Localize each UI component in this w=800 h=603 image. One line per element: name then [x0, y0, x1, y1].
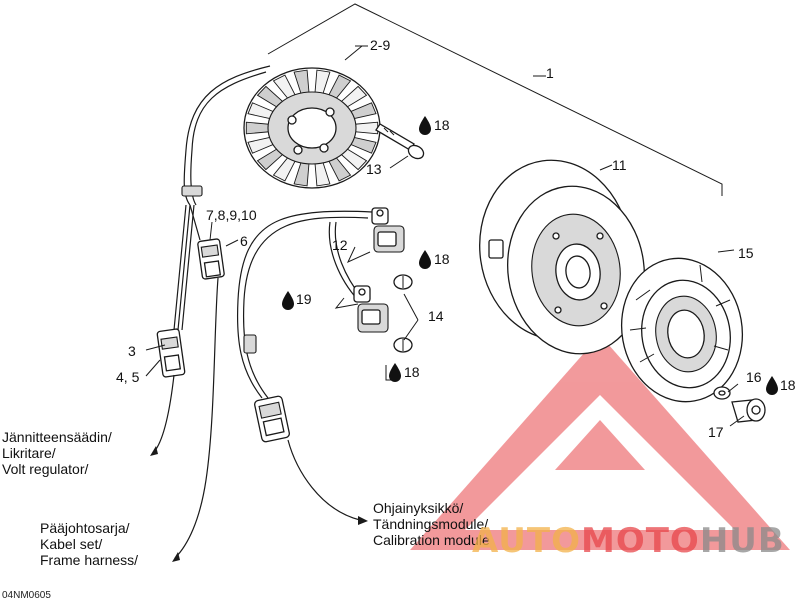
drop-icon [419, 250, 431, 269]
trigger-harness [236, 210, 373, 399]
callout-18-a: 18 [434, 117, 450, 133]
drop-icon [389, 363, 401, 382]
svg-text:Calibration module: Calibration module [373, 532, 490, 548]
trigger-coil-upper [371, 207, 405, 253]
svg-text:Pääjohtosarja/: Pääjohtosarja/ [40, 520, 130, 536]
watermark-logo [410, 335, 790, 550]
ignition-module-label: Ohjainyksikkö/ Tändningsmodule/ Calibrat… [373, 500, 490, 548]
connector-6 [197, 238, 225, 280]
leader-lines [145, 45, 745, 562]
callout-12: 12 [332, 237, 348, 253]
flywheel [479, 159, 645, 355]
svg-text:Tändningsmodule/: Tändningsmodule/ [373, 516, 488, 532]
frame-harness-label: Pääjohtosarja/ Kabel set/ Frame harness/ [40, 520, 138, 568]
callout-1: 1 [546, 65, 554, 81]
callout-13: 13 [366, 161, 382, 177]
callout-18-b: 18 [434, 251, 450, 267]
svg-text:Jännitteensäädin/: Jännitteensäädin/ [2, 429, 112, 445]
svg-text:Kabel set/: Kabel set/ [40, 536, 102, 552]
svg-text:Frame harness/: Frame harness/ [40, 552, 138, 568]
starter-ring [620, 257, 744, 403]
flywheel-bolt [731, 398, 766, 423]
callout-11: 11 [612, 157, 627, 173]
callout-18-d: 18 [780, 377, 796, 393]
callout-19: 19 [296, 291, 312, 307]
trigger-coil-lower [353, 285, 389, 333]
callout-6: 6 [240, 233, 248, 249]
stator-harness [173, 65, 271, 331]
callout-15: 15 [738, 245, 754, 261]
callout-7-10: 7,8,9,10 [206, 207, 257, 223]
callout-4-5: 4, 5 [116, 369, 140, 385]
watermark-text: AUTOMOTOHUB [472, 521, 785, 561]
stator [243, 67, 381, 189]
reference-code: 04NM0605 [2, 590, 51, 601]
callout-16: 16 [746, 369, 762, 385]
svg-text:Volt regulator/: Volt regulator/ [2, 461, 88, 477]
callout-18-c: 18 [404, 364, 420, 380]
callout-14: 14 [428, 308, 444, 324]
callout-2-9: 2-9 [370, 37, 390, 53]
module-connector [254, 395, 290, 443]
drop-icon [766, 376, 778, 395]
adhesive-drops [282, 116, 778, 395]
svg-text:AUTOMOTOHUB: AUTOMOTOHUB [472, 521, 785, 561]
volt-regulator-label: Jännitteensäädin/ Likritare/ Volt regula… [2, 429, 112, 477]
trigger-screws [393, 274, 413, 353]
callout-17: 17 [708, 424, 724, 440]
washer [713, 386, 731, 400]
drop-icon [282, 291, 294, 310]
stator-bolt [375, 123, 425, 160]
callouts: 1 2-9 3 4, 5 6 7,8,9,10 11 12 13 14 15 1… [116, 37, 796, 440]
assembly-bracket [267, 3, 723, 196]
callout-3: 3 [128, 343, 136, 359]
svg-text:Ohjainyksikkö/: Ohjainyksikkö/ [373, 500, 463, 516]
svg-text:Likritare/: Likritare/ [2, 445, 56, 461]
drop-icon [419, 116, 431, 135]
connector-3 [156, 328, 186, 378]
